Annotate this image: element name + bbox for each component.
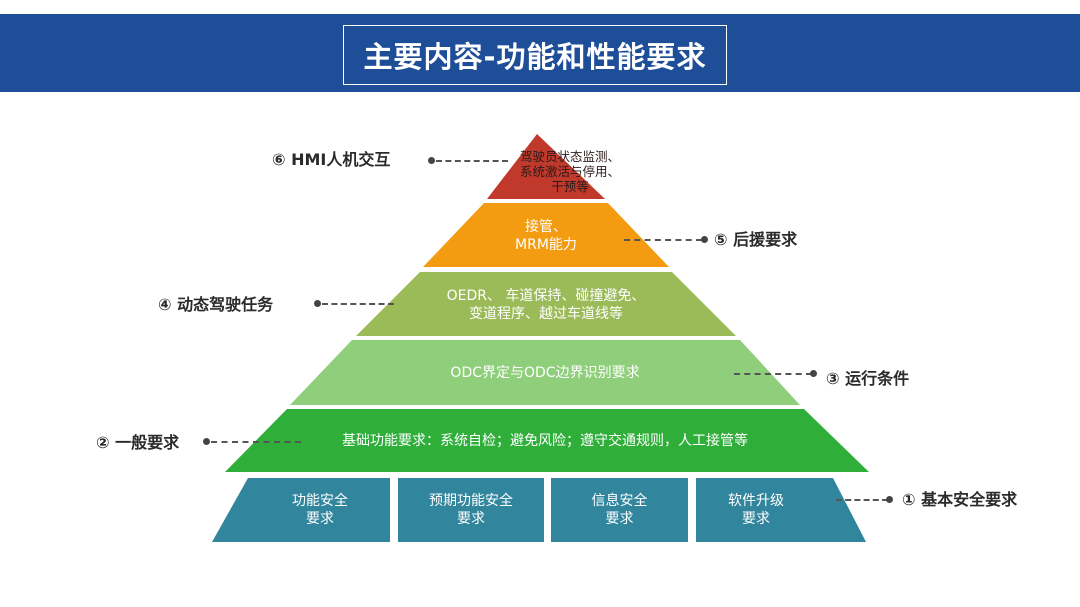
pyramid-level-5: [423, 203, 669, 267]
level-2-text: 基础功能要求：系统自检；避免风险；遵守交通规则，人工接管等: [285, 430, 805, 452]
level-1-block-2-line-1: 预期功能安全: [429, 493, 513, 509]
pyramid-level-6: [487, 134, 605, 199]
label-general: ② 一般要求: [96, 433, 180, 452]
level-1-block-3-line-1: 信息安全: [591, 493, 648, 509]
connector-dot-operating-conditions: [810, 370, 817, 377]
connector-dot-ddt: [314, 300, 321, 307]
label-basic-safety: ① 基本安全要求: [902, 490, 1018, 509]
level-4-text: OEDR、 车道保持、碰撞避免、 变道程序、越过车道线等: [396, 285, 696, 325]
page-title: 主要内容-功能和性能要求: [363, 40, 707, 74]
level-6-line-2: 系统激活与停用、: [519, 163, 620, 179]
level-1-block-1-text: 功能安全 要求: [250, 491, 390, 529]
level-1-block-3-text: 信息安全 要求: [551, 491, 688, 529]
pyramid-level-2: [225, 409, 869, 472]
connector-hmi: [436, 160, 508, 162]
level-6-line-3: 干预等: [551, 178, 589, 194]
level-3-text: ODC界定与ODC边界识别要求: [345, 362, 745, 384]
connector-dot-fallback: [701, 236, 708, 243]
level-1-block-4-line-1: 软件升级: [728, 493, 784, 509]
level-5-text: 接管、 MRM能力: [446, 216, 646, 256]
label-hmi: ⑥ HMI人机交互: [272, 150, 391, 169]
pyramid-level-1-block-2: [398, 478, 544, 542]
level-1-block-3-line-2: 要求: [605, 511, 634, 527]
level-1-block-1-line-2: 要求: [306, 511, 334, 527]
connector-dot-general: [203, 438, 210, 445]
level-6-text: 驾驶员状态监测、 系统激活与停用、 干预等: [505, 145, 635, 197]
connector-ddt: [322, 303, 394, 305]
level-1-block-4-text: 软件升级 要求: [696, 491, 816, 529]
pyramid-level-3: [290, 340, 800, 405]
level-3-line-1: ODC界定与ODC边界识别要求: [450, 365, 640, 381]
pyramid-level-1-block-3: [551, 478, 688, 542]
level-4-line-2: 变道程序、越过车道线等: [469, 306, 623, 322]
connector-operating-conditions: [734, 373, 812, 375]
connector-general: [211, 441, 301, 443]
pyramid-level-4: [356, 272, 736, 336]
connector-basic-safety: [836, 499, 888, 501]
pyramid-level-1-block-1: [212, 478, 390, 542]
connector-fallback: [624, 239, 702, 241]
level-2-line-1: 基础功能要求：系统自检；避免风险；遵守交通规则，人工接管等: [342, 433, 748, 449]
level-4-line-1: OEDR、 车道保持、碰撞避免、: [446, 288, 646, 304]
pyramid-level-1-block-4: [696, 478, 866, 542]
level-6-line-1: 驾驶员状态监测、: [519, 148, 620, 164]
header-bar: [0, 14, 1080, 92]
title-box: 主要内容-功能和性能要求: [343, 25, 727, 85]
label-fallback: ⑤ 后援要求: [714, 230, 798, 249]
connector-dot-hmi: [428, 157, 435, 164]
level-1-block-4-line-2: 要求: [742, 511, 770, 527]
label-operating-conditions: ③ 运行条件: [826, 369, 910, 388]
level-1-block-2-text: 预期功能安全 要求: [398, 491, 544, 529]
level-1-block-1-line-1: 功能安全: [292, 493, 348, 509]
label-ddt: ④ 动态驾驶任务: [158, 295, 274, 314]
connector-dot-basic-safety: [886, 496, 893, 503]
level-1-block-2-line-2: 要求: [457, 511, 485, 527]
level-5-line-2: MRM能力: [515, 237, 577, 253]
level-5-line-1: 接管、: [525, 219, 567, 235]
